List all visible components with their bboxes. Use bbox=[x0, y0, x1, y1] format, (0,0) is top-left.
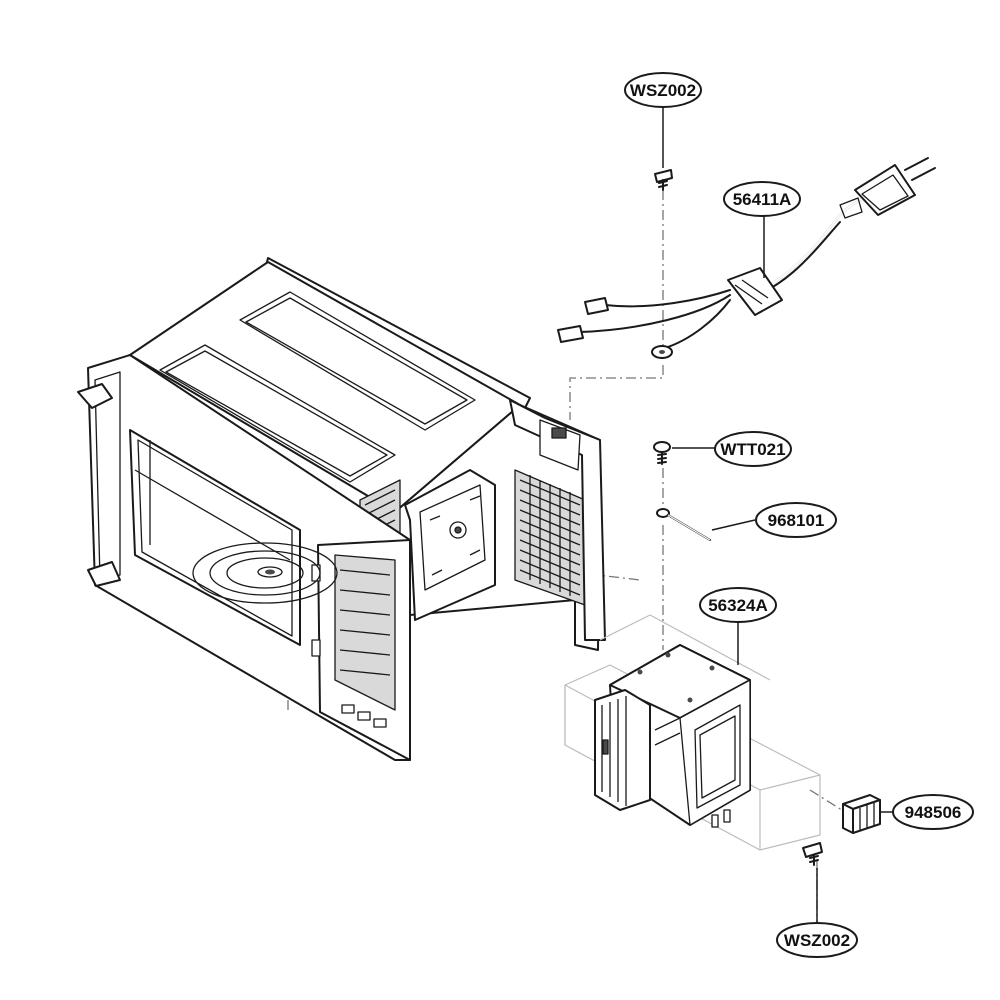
screw-wsz002-top bbox=[654, 169, 673, 191]
callout-968101: 968101 bbox=[755, 502, 837, 538]
leader-lines bbox=[662, 107, 895, 928]
callout-label: WSZ002 bbox=[630, 81, 696, 100]
callout-56411a: 56411A bbox=[723, 181, 801, 217]
callout-948506: 948506 bbox=[892, 794, 974, 830]
connector-948506 bbox=[842, 794, 881, 834]
callout-label: 56411A bbox=[733, 190, 792, 209]
callout-wsz002-bottom: WSZ002 bbox=[776, 922, 858, 958]
callout-label: WTT021 bbox=[720, 440, 785, 459]
callout-wtt021: WTT021 bbox=[714, 431, 792, 467]
callout-wsz002-top: WSZ002 bbox=[624, 72, 702, 108]
callout-label: 56324A bbox=[708, 596, 768, 615]
power-cord-56411a bbox=[557, 157, 936, 359]
callout-56324a: 56324A bbox=[699, 587, 777, 623]
callout-label: WSZ002 bbox=[784, 931, 850, 950]
callout-label: 968101 bbox=[768, 511, 825, 530]
microwave-cavity bbox=[77, 257, 606, 761]
screw-wtt021 bbox=[653, 441, 671, 465]
side-vent-grille bbox=[514, 469, 586, 606]
ground-wire-968101 bbox=[656, 508, 711, 541]
callout-label: 948506 bbox=[905, 803, 962, 822]
magnetron-56324a bbox=[564, 614, 821, 851]
turntable-base bbox=[192, 542, 338, 604]
screw-wsz002-bottom bbox=[802, 842, 823, 866]
